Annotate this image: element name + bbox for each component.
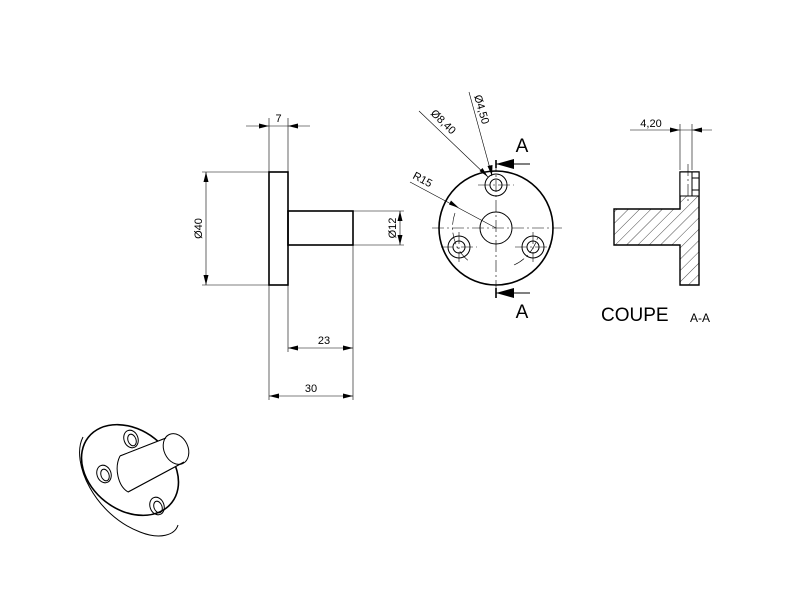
dim-flange-thickness: 7: [275, 113, 281, 125]
shaft-outline: [287, 210, 354, 246]
section-title: COUPE: [601, 305, 669, 326]
section-title-suffix: A-A: [690, 311, 710, 325]
dim-counterbore-depth: 4,20: [640, 118, 661, 130]
dim-shaft-diameter: Ø12: [387, 218, 399, 239]
section-hatched-area: [613, 171, 700, 286]
dim-shaft-length: 23: [318, 335, 330, 347]
front-view: 7 Ø40 Ø12 23 30: [193, 113, 404, 400]
flange-outline: [268, 171, 289, 286]
dim-total-length: 30: [305, 383, 317, 395]
dim-hole-diameter-2: Ø8,40: [428, 108, 458, 137]
section-view: 4,20 COUPE A-A: [601, 118, 712, 326]
dim-flange-diameter: Ø40: [193, 218, 205, 239]
section-mark-bottom: A: [516, 302, 529, 323]
section-mark-top: A: [516, 136, 529, 157]
side-view: A A Ø4,50 Ø8,40 R15: [409, 91, 562, 323]
isometric-view: [79, 423, 190, 537]
dim-bolt-radius: R15: [411, 170, 434, 190]
